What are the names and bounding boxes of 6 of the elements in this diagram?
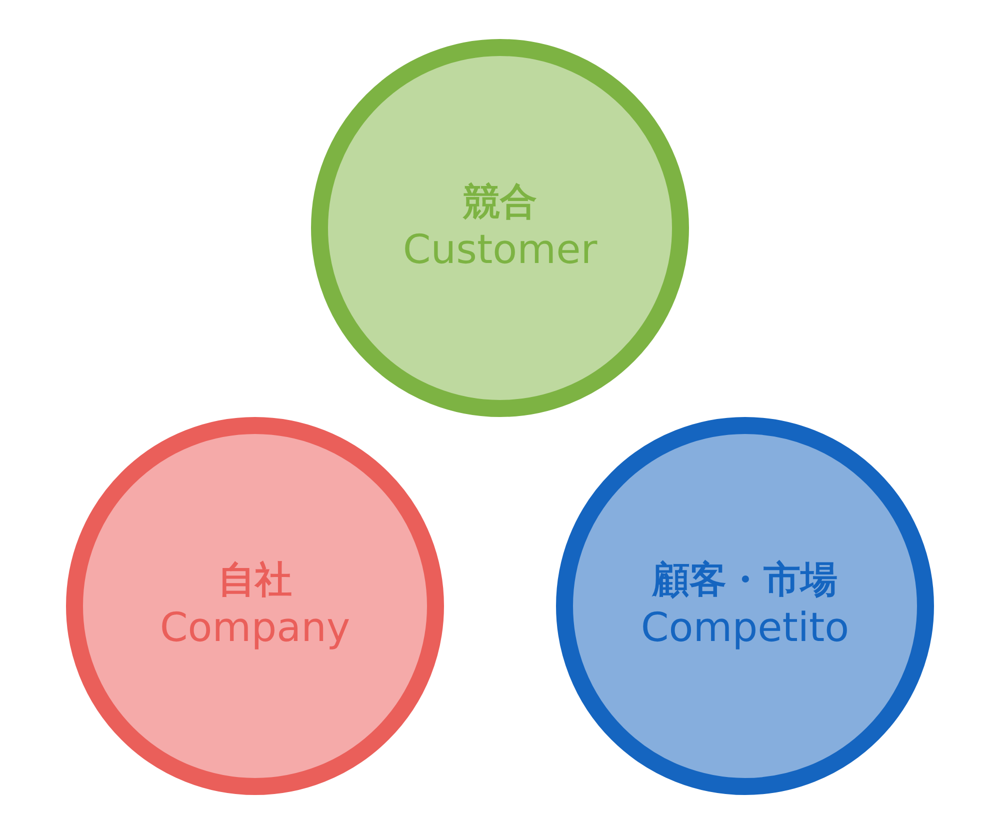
node-title: 自社 <box>218 558 292 602</box>
node-title: 顧客・市場 <box>652 558 838 602</box>
node-label: Customer <box>402 226 598 275</box>
node-label: Company <box>160 604 350 653</box>
node-title: 競合 <box>463 180 537 224</box>
node-label: Competito <box>640 604 850 653</box>
